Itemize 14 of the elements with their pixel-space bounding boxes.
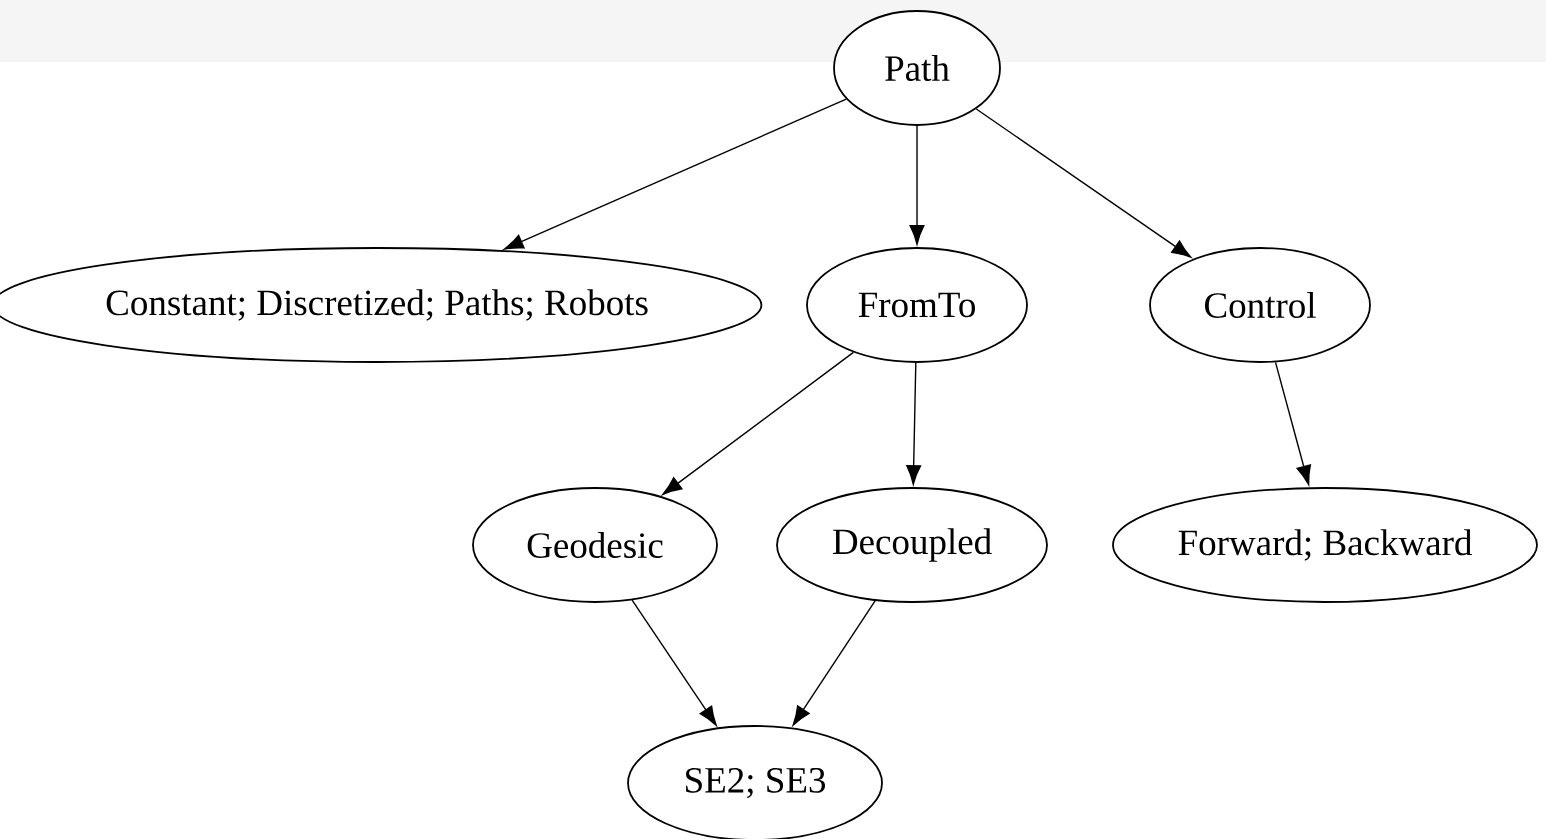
arrow <box>1274 361 1312 486</box>
ellipse-node: Geodesic <box>472 487 718 603</box>
ellipse-node: Path <box>833 10 1001 126</box>
arrow <box>662 351 855 495</box>
ellipse-node: Decoupled <box>776 487 1048 603</box>
ellipse-node: Control <box>1149 247 1371 363</box>
arrow <box>792 600 876 726</box>
ellipse-node: Forward; Backward <box>1112 487 1538 603</box>
arrow <box>631 599 717 726</box>
arrow <box>975 108 1192 258</box>
arrow <box>503 98 847 250</box>
arrow <box>909 125 925 245</box>
arrow <box>906 362 922 485</box>
ellipse-node: FromTo <box>806 247 1028 363</box>
